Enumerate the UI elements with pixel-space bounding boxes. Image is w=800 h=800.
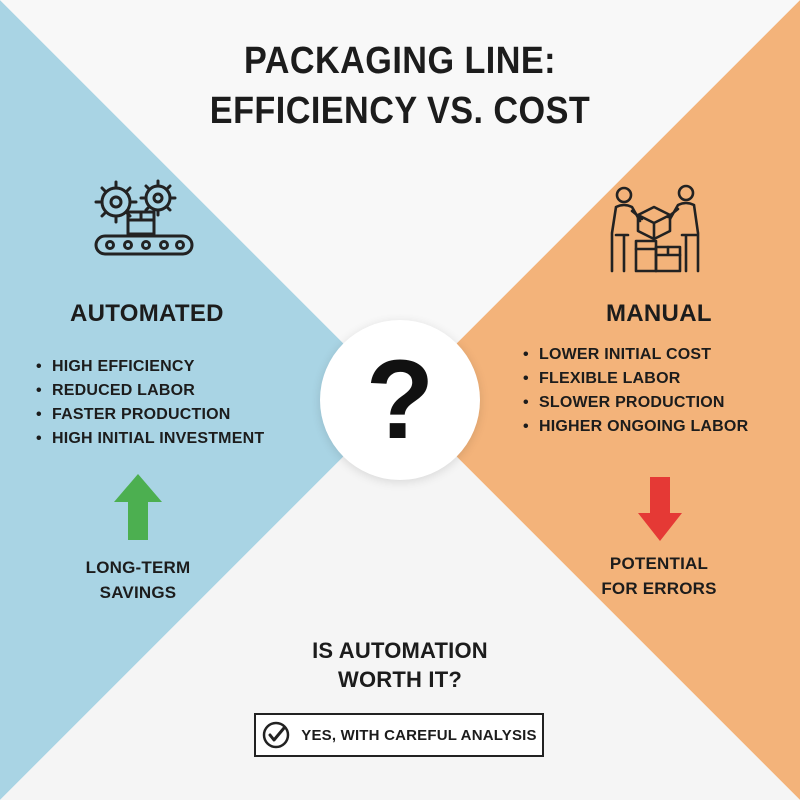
workers-carrying-boxes-icon xyxy=(610,184,700,273)
top-panel xyxy=(0,0,800,400)
manual-bullet: FLEXIBLE LABOR xyxy=(523,367,748,391)
automated-bullet: HIGH EFFICIENCY xyxy=(36,355,264,379)
check-circle-icon xyxy=(262,721,290,749)
bottom-panel xyxy=(0,400,800,800)
automated-bullet: FASTER PRODUCTION xyxy=(36,403,264,427)
automated-note-line-2: SAVINGS xyxy=(99,583,177,602)
automated-bullet-list: HIGH EFFICIENCY REDUCED LABOR FASTER PRO… xyxy=(36,355,264,451)
automated-bullet: REDUCED LABOR xyxy=(36,379,264,403)
manual-bullet: HIGHER ONGOING LABOR xyxy=(523,415,748,439)
bottom-question-line-1: IS AUTOMATION xyxy=(312,638,488,663)
manual-note: POTENTIAL FOR ERRORS xyxy=(584,551,734,601)
automated-note-line-1: LONG-TERM xyxy=(85,558,191,577)
bottom-question-line-2: WORTH IT? xyxy=(338,667,462,692)
automated-note: LONG-TERM SAVINGS xyxy=(60,555,216,605)
verdict-text: YES, WITH CAREFUL ANALYSIS xyxy=(301,726,537,744)
gears-conveyor-box-icon xyxy=(94,179,194,256)
manual-bullet-list: LOWER INITIAL COST FLEXIBLE LABOR SLOWER… xyxy=(523,343,748,439)
page-title-line-1: PACKAGING LINE: xyxy=(243,40,557,82)
down-arrow-icon xyxy=(638,477,682,541)
automated-heading: AUTOMATED xyxy=(70,300,224,327)
manual-note-line-2: FOR ERRORS xyxy=(601,579,717,598)
manual-bullet: SLOWER PRODUCTION xyxy=(523,391,748,415)
manual-bullet: LOWER INITIAL COST xyxy=(523,343,748,367)
manual-note-line-1: POTENTIAL xyxy=(609,554,709,573)
page-title-line-2: EFFICIENCY VS. COST xyxy=(209,90,591,132)
automated-bullet: HIGH INITIAL INVESTMENT xyxy=(36,427,264,451)
up-arrow-icon xyxy=(114,474,162,540)
verdict-box: YES, WITH CAREFUL ANALYSIS xyxy=(254,713,544,757)
question-circle: ? xyxy=(320,320,480,480)
manual-heading: MANUAL xyxy=(606,300,712,327)
bottom-question: IS AUTOMATION WORTH IT? xyxy=(260,636,540,694)
question-mark-icon: ? xyxy=(365,337,435,462)
